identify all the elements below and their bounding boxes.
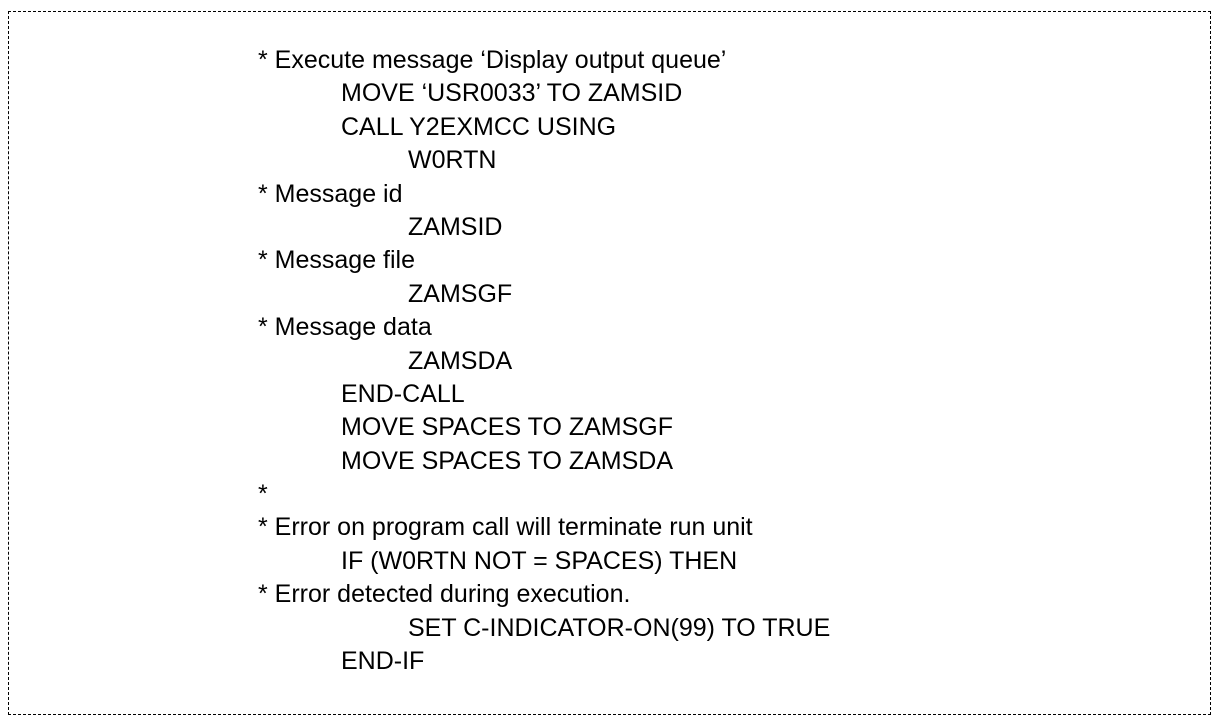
code-line: ZAMSDA [408,346,513,375]
code-line: W0RTN [408,146,497,175]
code-line: IF (W0RTN NOT = SPACES) THEN [341,546,738,575]
code-line: ZAMSID [408,212,503,241]
comment-line: * Message data [258,313,432,342]
comment-line: * Error detected during execution. [258,580,631,609]
comment-line: * [258,480,268,509]
code-line: CALL Y2EXMCC USING [341,112,617,141]
code-line: MOVE ‘USR0033’ TO ZAMSID [341,79,683,108]
comment-line: * Execute message ‘Display output queue’ [258,46,727,74]
code-line: MOVE SPACES TO ZAMSGF [341,413,674,442]
code-listing-frame [8,11,1211,715]
code-listing: * Execute message ‘Display output queue’… [258,44,830,678]
code-line: END-IF [341,647,425,676]
code-line: SET C-INDICATOR-ON(99) TO TRUE [408,613,831,642]
code-line: ZAMSGF [408,279,513,308]
code-line: END-CALL [341,379,465,408]
comment-line: * Message id [258,179,403,208]
comment-line: * Message file [258,246,416,275]
comment-line: * Error on program call will terminate r… [258,513,753,542]
code-line: MOVE SPACES TO ZAMSDA [341,446,674,475]
